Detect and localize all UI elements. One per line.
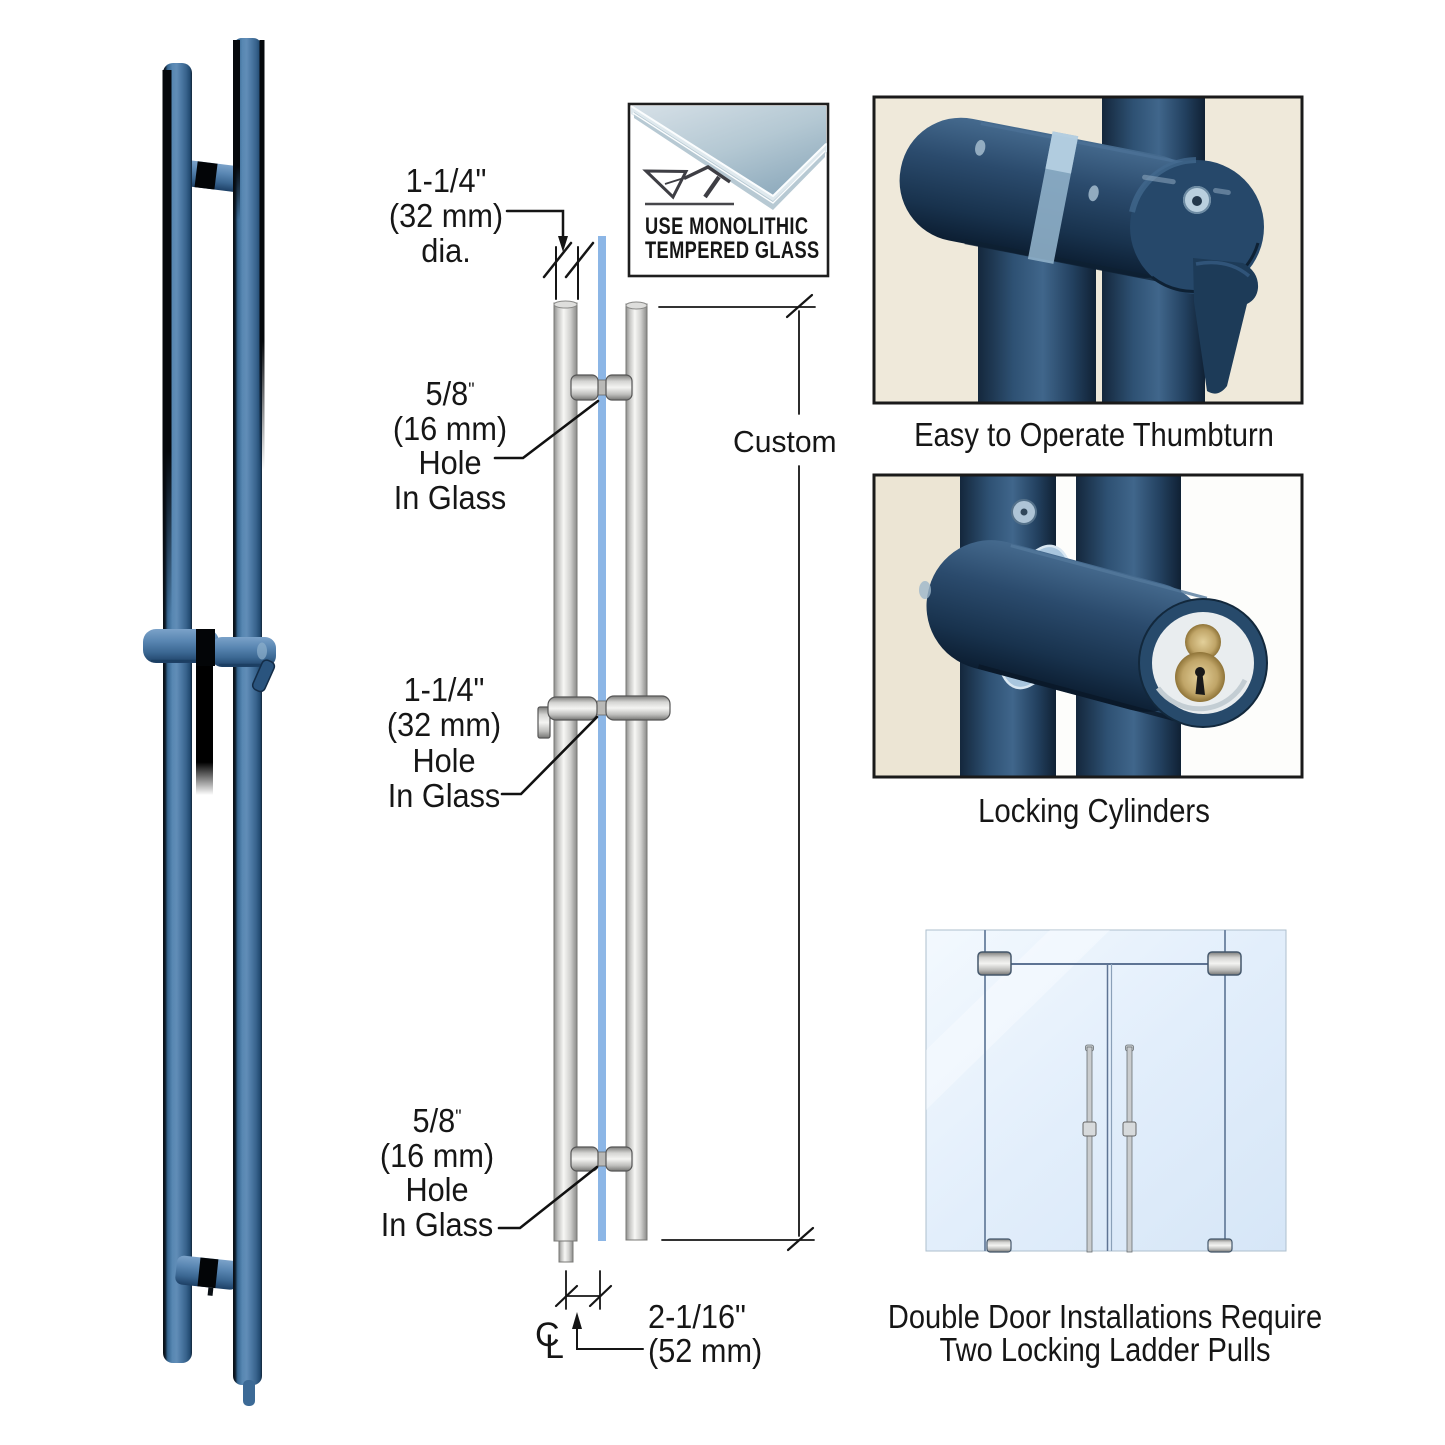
svg-text:C: C [535, 1316, 560, 1354]
svg-text:L: L [545, 1328, 564, 1366]
